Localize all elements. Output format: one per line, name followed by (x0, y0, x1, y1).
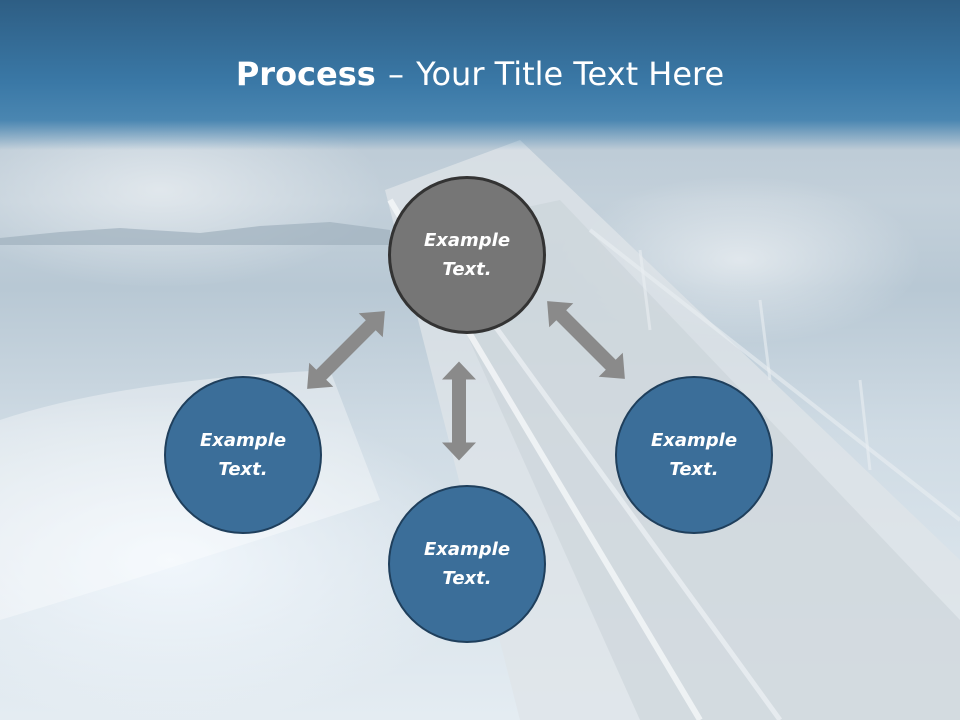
node-right-label: Example Text. (650, 430, 738, 480)
slide-title: Process – Your Title Text Here (0, 52, 960, 96)
node-bottom-label: Example Text. (423, 539, 511, 589)
arrow-top-left (295, 299, 397, 401)
process-node-top: Example Text. (388, 176, 546, 334)
node-top-label: Example Text. (423, 230, 511, 280)
title-rest: Your Title Text Here (416, 55, 725, 93)
arrow-top-bottom (442, 361, 476, 461)
process-node-bottom: Example Text. (388, 485, 546, 643)
title-bold: Process (235, 55, 376, 93)
title-bar (0, 0, 960, 150)
process-node-left: Example Text. (164, 376, 322, 534)
process-node-right: Example Text. (615, 376, 773, 534)
node-left-label: Example Text. (199, 430, 287, 480)
title-separator: – (387, 55, 404, 93)
arrow-top-right (535, 289, 637, 391)
